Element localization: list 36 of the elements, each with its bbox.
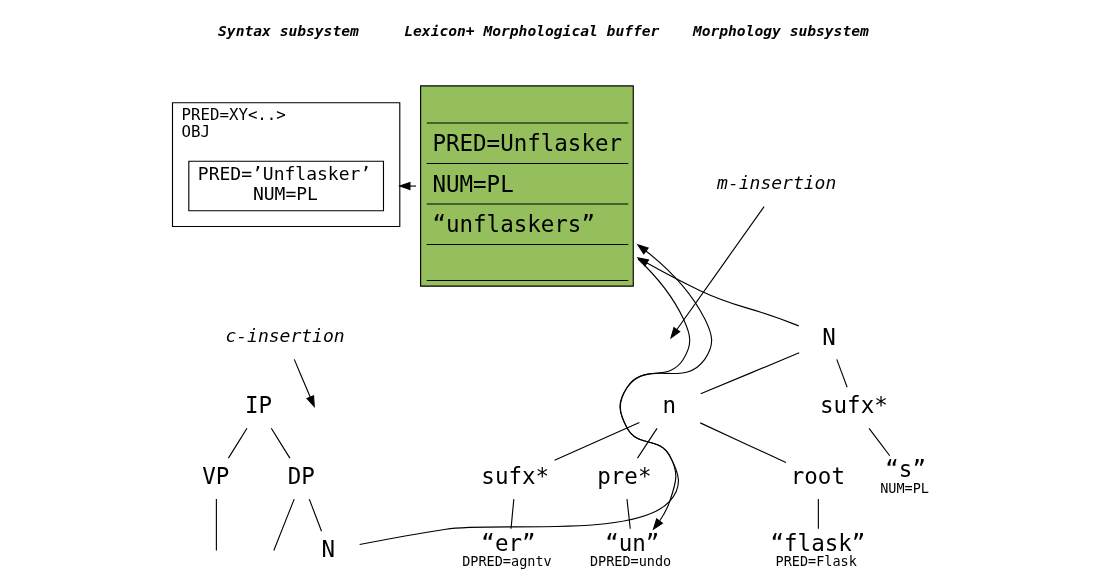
arrow [669,206,765,340]
connector [636,427,658,459]
node-box: PRED=’Unflasker’ NUM=PL [187,160,384,212]
connector [553,421,640,461]
node-text: N [321,536,335,563]
connector [699,422,786,464]
node-text: n [662,392,676,419]
label: Lexicon+ Morphological buffer [403,21,659,39]
connector [625,498,631,530]
connector [227,427,248,459]
arrow [358,243,712,546]
arrow [619,258,690,531]
label: Morphology subsystem [692,21,869,39]
node-text: VP [201,463,229,490]
node-text: IP [244,392,272,419]
arrow [635,257,799,327]
arrow [293,358,315,409]
node-text: DP [287,463,315,490]
connector [270,427,290,459]
connector [308,498,322,532]
node-text: sufx* [480,463,549,490]
arrow [397,181,417,191]
connector [215,498,217,552]
connector [272,498,295,552]
node-text: c-insertion [224,325,345,347]
node-text: root [790,463,845,490]
connector [868,427,890,457]
connector [835,358,848,388]
label: Syntax subsystem [217,21,359,39]
node-text: m-insertion [716,172,836,194]
connector [817,498,819,530]
node-text: sufx* [819,392,888,419]
connector [699,352,800,395]
node-text: N [821,323,836,350]
connector [509,498,514,530]
node-text: pre* [596,463,651,490]
